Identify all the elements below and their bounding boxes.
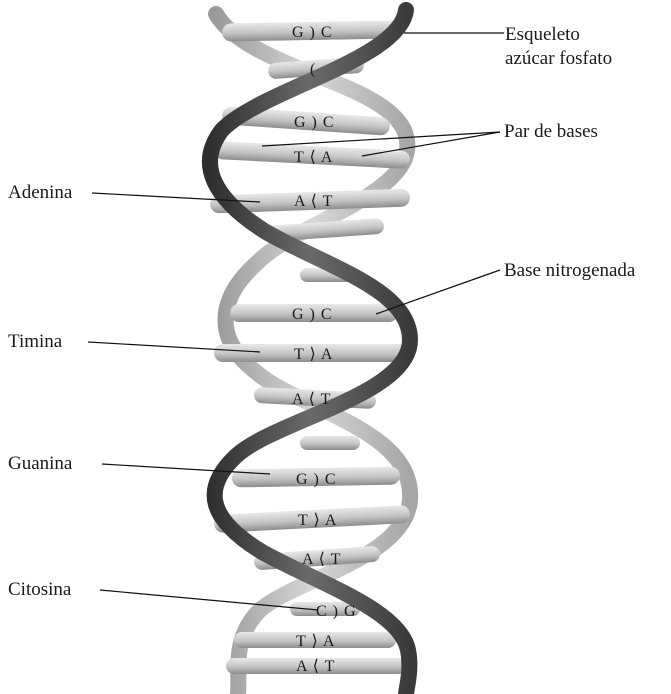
leader-guanine: [102, 464, 270, 474]
base-pair-label: G ) C: [294, 114, 335, 131]
base-pair-label: G ) C: [292, 24, 333, 41]
base-pair-label: T ⟩ A: [298, 512, 337, 529]
base-pair-label: T ⟩ A: [294, 346, 333, 363]
base-pair-label: G ) C: [292, 306, 333, 323]
base-pair-label: A ⟨ T: [294, 193, 333, 210]
label-base-pair: Par de bases: [504, 121, 598, 142]
base-pair-label: A ⟨ T: [292, 391, 331, 408]
label-adenine: Adenina: [8, 182, 73, 203]
leader-nitrogen-base: [376, 270, 500, 314]
label-backbone-line2: azúcar fosfato: [505, 48, 612, 69]
base-pair-label: C ) G: [316, 603, 357, 620]
base-pair-label: T ⟨ A: [294, 149, 333, 166]
base-pair-label: T ⟩ A: [296, 633, 335, 650]
base-pair-label: (: [310, 61, 316, 78]
base-pair-label: A ⟨ T: [296, 658, 335, 675]
label-backbone-line1: Esqueleto: [505, 24, 580, 45]
base-pair-label: G ) C: [296, 471, 337, 488]
label-nitrogen-base: Base nitrogenada: [504, 260, 636, 281]
rung: [300, 436, 360, 450]
label-thymine: Timina: [8, 331, 63, 352]
label-guanine: Guanina: [8, 453, 73, 474]
base-pair-label: A ⟨ T: [302, 551, 341, 568]
label-cytosine: Citosina: [8, 579, 72, 600]
